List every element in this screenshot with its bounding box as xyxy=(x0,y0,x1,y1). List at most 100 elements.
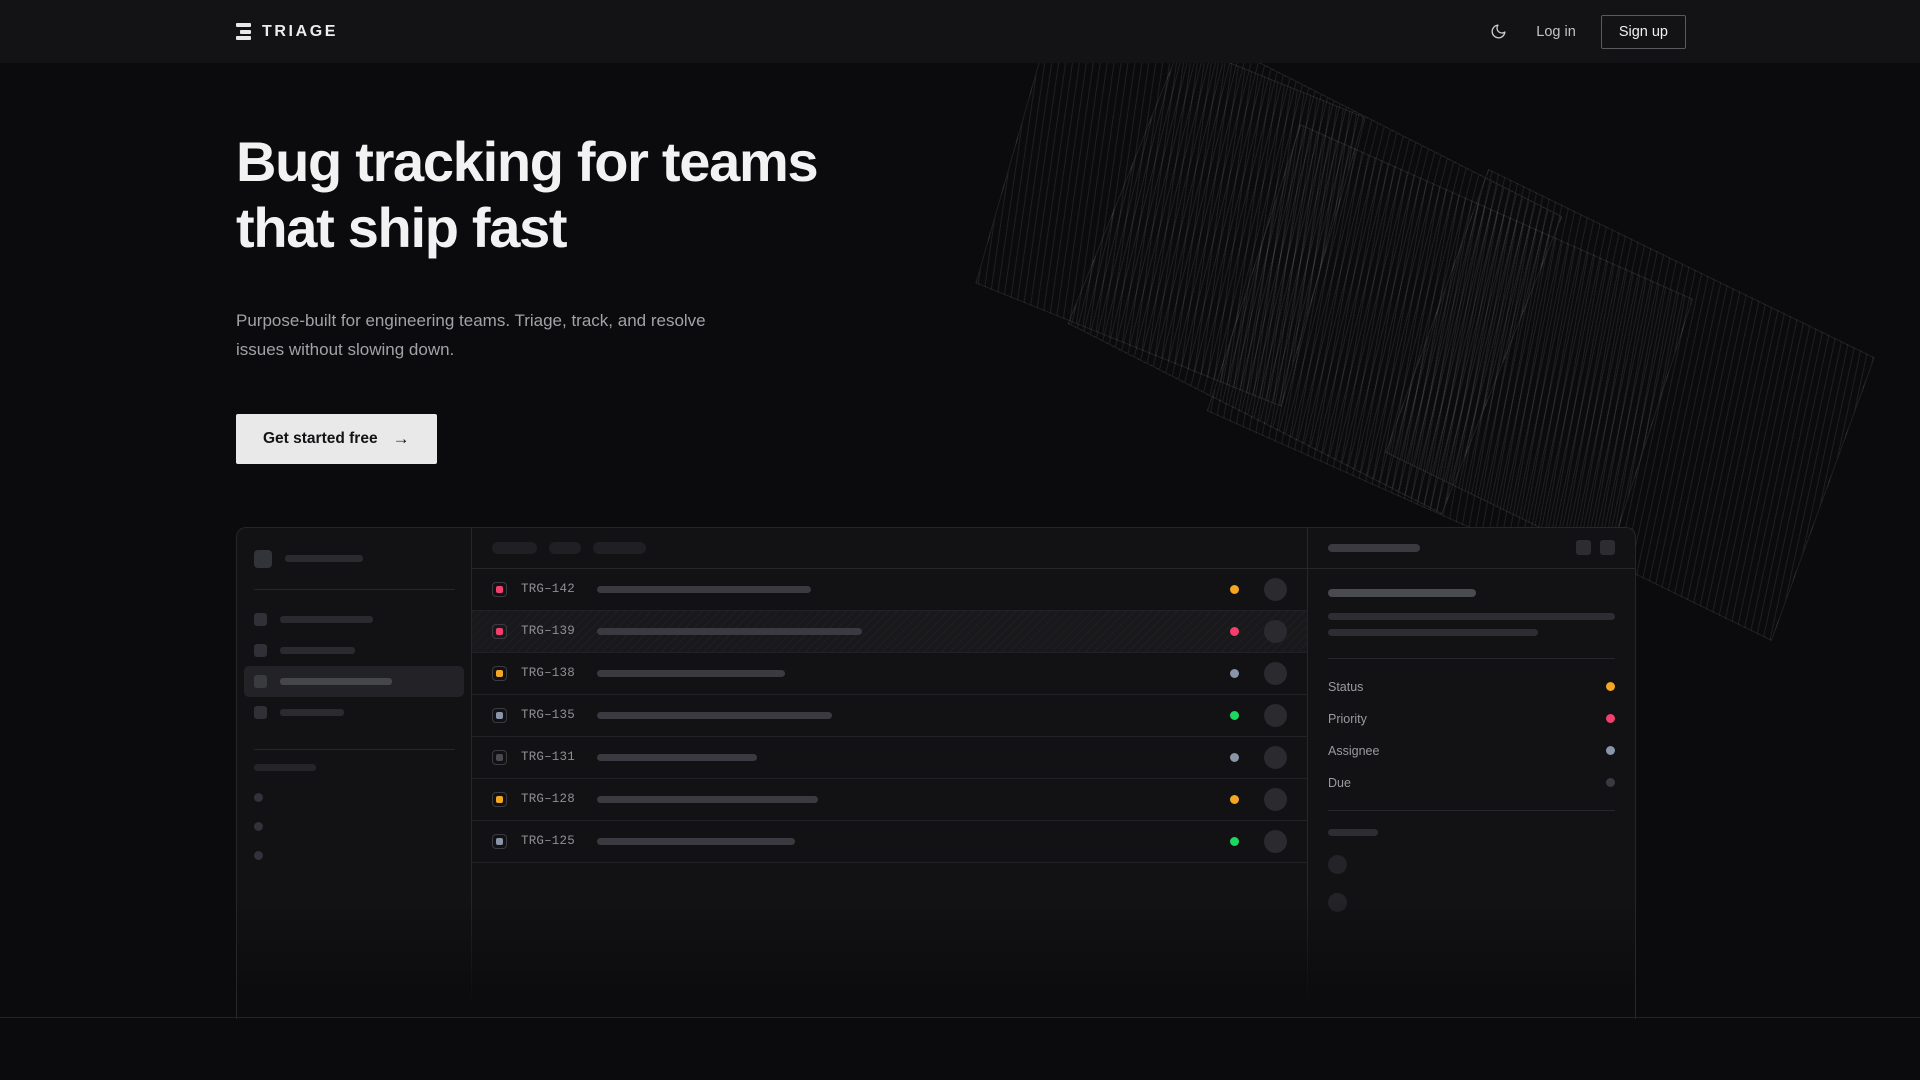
priority-icon[interactable] xyxy=(492,791,507,807)
issue-key: TRG–131 xyxy=(521,750,575,765)
table-row[interactable]: TRG–128 xyxy=(472,779,1307,821)
toolbar-chip-3[interactable] xyxy=(593,541,646,554)
sidebar-nav-list xyxy=(244,604,464,728)
table-row[interactable]: TRG–138 xyxy=(472,653,1307,695)
issue-list-toolbar xyxy=(472,528,1307,569)
sidebar-item-icon xyxy=(254,643,267,657)
status-badge[interactable] xyxy=(1230,710,1239,720)
issue-key: TRG–139 xyxy=(521,624,575,639)
detail-description-line-2 xyxy=(1328,628,1538,636)
workspace-switcher[interactable] xyxy=(254,546,454,568)
get-started-button[interactable]: Get started free → xyxy=(236,413,437,464)
detail-meta-due[interactable]: Due xyxy=(1328,767,1615,799)
workspace-avatar xyxy=(254,549,272,568)
avatar[interactable] xyxy=(1264,745,1287,769)
sidebar-divider-top xyxy=(254,588,455,590)
avatar[interactable] xyxy=(1264,703,1287,727)
cta-label: Get started free xyxy=(263,429,378,447)
issue-key: TRG–142 xyxy=(521,582,575,597)
avatar[interactable] xyxy=(1264,577,1287,601)
priority-icon[interactable] xyxy=(492,665,507,681)
moon-icon[interactable] xyxy=(1485,19,1511,45)
avatar[interactable] xyxy=(1264,787,1287,811)
priority-icon[interactable] xyxy=(492,623,507,639)
detail-divider-2 xyxy=(1328,809,1615,811)
project-dot-icon xyxy=(254,850,263,860)
signup-button[interactable]: Sign up xyxy=(1600,14,1686,49)
issue-key: TRG–135 xyxy=(521,708,575,723)
sidebar-item-3[interactable] xyxy=(244,665,464,697)
avatar[interactable] xyxy=(1264,829,1287,853)
detail-actions xyxy=(1576,540,1615,556)
sidebar-item-icon xyxy=(254,612,267,626)
priority-icon[interactable] xyxy=(492,581,507,597)
login-link[interactable]: Log in xyxy=(1536,23,1576,40)
issue-title-placeholder xyxy=(597,669,785,677)
detail-meta-status[interactable]: Status xyxy=(1328,671,1615,703)
status-badge[interactable] xyxy=(1230,752,1239,762)
sidebar-item-4[interactable] xyxy=(244,697,464,728)
sidebar-project-1[interactable] xyxy=(254,783,454,812)
status-badge[interactable] xyxy=(1230,794,1239,804)
avatar[interactable] xyxy=(1264,661,1287,685)
issue-title-placeholder xyxy=(597,585,811,593)
hero-heading-line-2: that ship fast xyxy=(236,195,568,259)
table-row[interactable]: TRG–139 xyxy=(472,610,1307,653)
bars-logo-icon xyxy=(236,23,251,40)
sidebar-item-icon xyxy=(254,705,267,719)
table-row[interactable]: TRG–131 xyxy=(472,737,1307,779)
page-bottom-rule xyxy=(0,1017,1920,1018)
table-row[interactable]: TRG–125 xyxy=(472,821,1307,863)
toolbar-chip-2[interactable] xyxy=(549,541,581,554)
workspace-name-placeholder xyxy=(285,555,363,563)
detail-meta-value-dot xyxy=(1606,682,1615,692)
detail-meta-assignee[interactable]: Assignee xyxy=(1328,735,1615,767)
project-dot-icon xyxy=(254,821,263,831)
comment-avatar-2 xyxy=(1328,892,1347,912)
status-badge[interactable] xyxy=(1230,626,1239,636)
sidebar-item-1[interactable] xyxy=(244,604,464,635)
hero-section: Bug tracking for teams that ship fast Pu… xyxy=(0,63,1920,464)
issue-key: TRG–138 xyxy=(521,666,575,681)
issue-key: TRG–128 xyxy=(521,792,575,807)
brand-logo[interactable]: TRIAGE xyxy=(236,23,338,41)
sidebar-projects-list xyxy=(254,783,454,870)
detail-title-placeholder xyxy=(1328,543,1420,552)
detail-meta-priority[interactable]: Priority xyxy=(1328,703,1615,735)
avatar[interactable] xyxy=(1264,619,1287,643)
detail-meta-label: Status xyxy=(1328,679,1364,694)
status-badge[interactable] xyxy=(1230,584,1239,594)
comments-label-placeholder xyxy=(1328,828,1378,836)
project-dot-icon xyxy=(254,792,263,802)
detail-action-2-icon[interactable] xyxy=(1600,540,1615,556)
detail-header xyxy=(1308,528,1635,569)
detail-divider-1 xyxy=(1328,657,1615,659)
issue-title-placeholder xyxy=(597,711,832,719)
sidebar-item-2[interactable] xyxy=(244,635,464,666)
status-badge[interactable] xyxy=(1230,836,1239,846)
issue-title-placeholder xyxy=(597,753,757,761)
sidebar-project-3[interactable] xyxy=(254,841,454,870)
priority-icon[interactable] xyxy=(492,707,507,723)
table-row[interactable]: TRG–135 xyxy=(472,695,1307,737)
table-row[interactable]: TRG–142 xyxy=(472,569,1307,611)
site-header: TRIAGE Log in Sign up xyxy=(0,0,1920,63)
brand-name: TRIAGE xyxy=(262,22,339,40)
comment-avatar-1 xyxy=(1328,854,1347,874)
status-badge[interactable] xyxy=(1230,668,1239,678)
sidebar-divider-bottom xyxy=(254,748,455,750)
priority-icon[interactable] xyxy=(492,833,507,849)
sidebar-project-2[interactable] xyxy=(254,812,454,841)
detail-action-1-icon[interactable] xyxy=(1576,540,1591,556)
sidebar-item-icon xyxy=(254,674,267,688)
issue-key: TRG–125 xyxy=(521,834,575,849)
priority-icon[interactable] xyxy=(492,749,507,765)
toolbar-chip-1[interactable] xyxy=(492,541,537,554)
detail-meta-label: Assignee xyxy=(1328,743,1380,758)
header-nav: Log in Sign up xyxy=(1485,14,1686,49)
detail-meta-value-dot xyxy=(1606,714,1615,724)
